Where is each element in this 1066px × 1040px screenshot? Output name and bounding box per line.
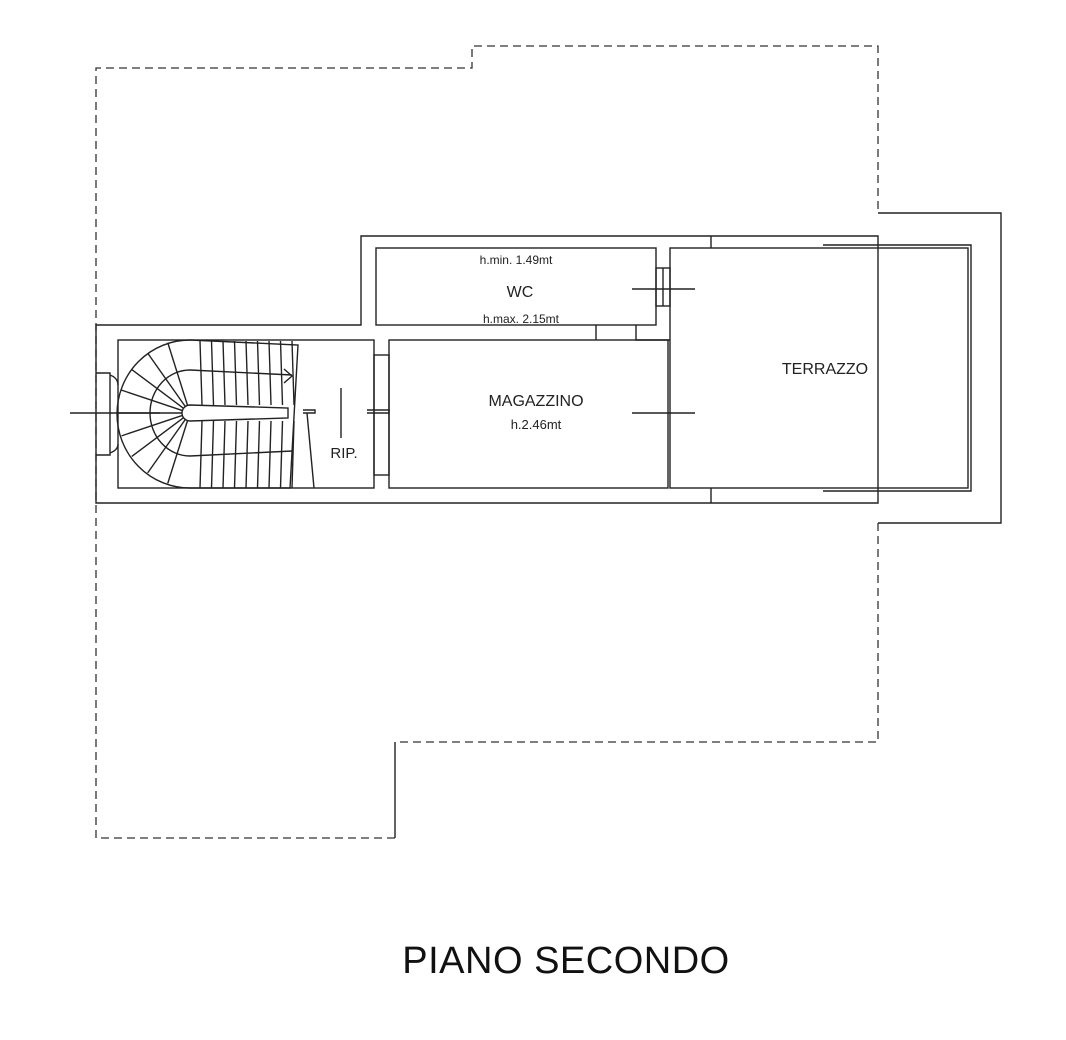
- stair-tread: [121, 414, 183, 437]
- stair-tread: [279, 420, 284, 489]
- wc-label: WC: [507, 284, 534, 301]
- stair-tread: [291, 420, 295, 489]
- spiral-staircase: [116, 339, 299, 489]
- stair-tread: [291, 340, 295, 406]
- stair-tread: [245, 340, 249, 406]
- floor-title: PIANO SECONDO: [402, 940, 730, 982]
- door-jamb: [373, 354, 390, 476]
- stair-tread: [268, 420, 272, 489]
- stair-tread: [222, 340, 226, 406]
- stair-tread: [147, 352, 186, 407]
- stair-tread: [256, 420, 261, 489]
- stair-tread: [121, 389, 183, 412]
- stair-tread: [233, 340, 238, 406]
- stair-tread: [167, 342, 189, 406]
- wc-hmax-label: h.max. 2.15mt: [483, 312, 560, 326]
- terrazzo-parapet: [823, 244, 972, 492]
- wc-hmin-label: h.min. 1.49mt: [480, 253, 553, 267]
- stair-window: [96, 372, 119, 456]
- wc-wall-stub: [595, 325, 670, 341]
- terrazzo-label: TERRAZZO: [782, 361, 868, 378]
- stair-tread: [131, 417, 184, 458]
- stair-outline: [189, 339, 299, 489]
- stair-tread: [131, 368, 184, 409]
- ripostiglio-label: RIP.: [330, 445, 357, 462]
- terrazzo-room: [669, 247, 969, 489]
- stair-tread: [279, 340, 284, 406]
- stair-tread: [256, 340, 261, 406]
- stair-tread: [268, 340, 272, 406]
- building-outer-wall: [95, 235, 879, 504]
- terrace-balcony-outline: [878, 212, 1002, 524]
- stair-tread: [222, 420, 226, 489]
- magazzino-room: [388, 339, 669, 489]
- stair-tread: [245, 420, 249, 489]
- stair-tread: [233, 420, 238, 489]
- stair-outer-curve: [116, 339, 191, 489]
- stair-tread: [199, 420, 203, 489]
- stair-tread: [147, 419, 186, 474]
- stair-mid-line: [189, 369, 293, 457]
- stair-well: [181, 404, 289, 422]
- lot-outline: [95, 45, 879, 839]
- stair-tread: [210, 340, 215, 406]
- stair-tread: [199, 340, 203, 406]
- magazzino-height-label: h.2.46mt: [511, 417, 562, 432]
- stair-direction-arrow: [283, 368, 294, 384]
- stair-tread: [210, 420, 215, 489]
- magazzino-label: MAGAZZINO: [488, 393, 583, 410]
- stair-tread: [167, 420, 189, 484]
